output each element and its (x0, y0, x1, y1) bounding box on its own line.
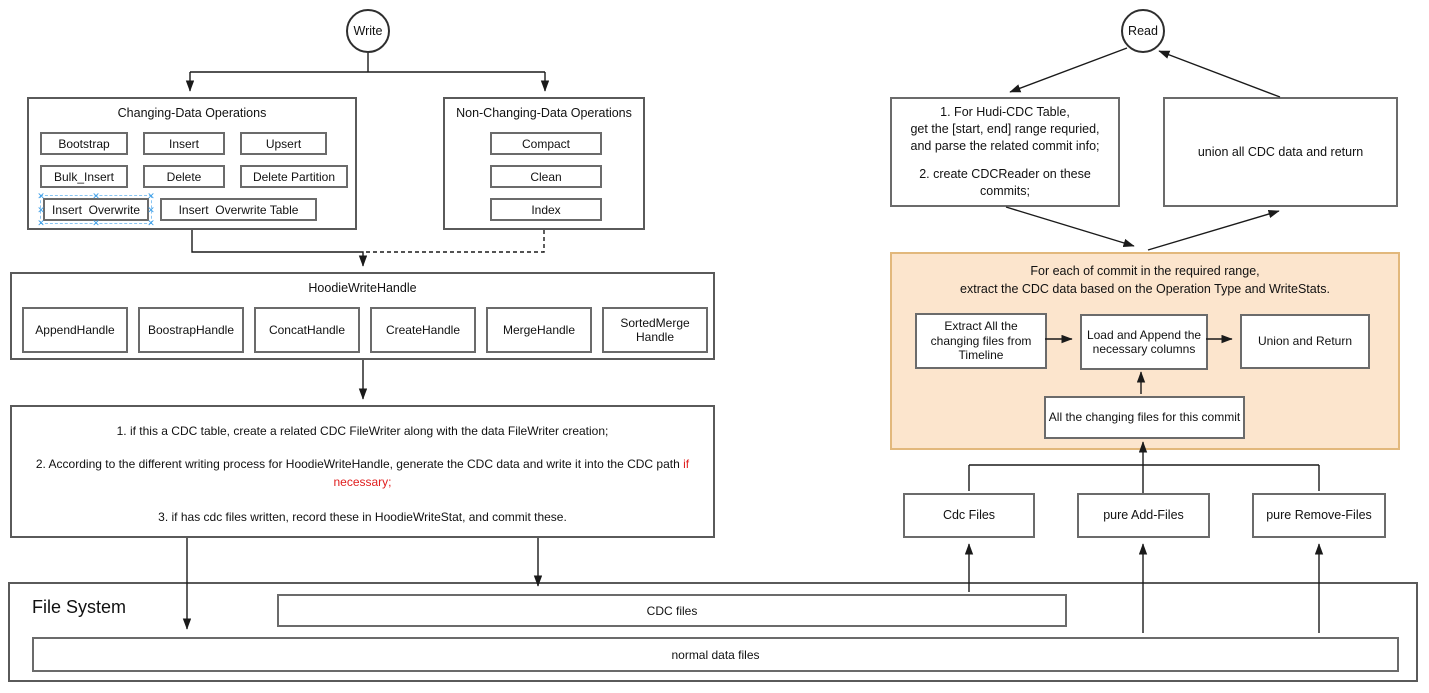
connector-per-commit-to-union (1147, 209, 1280, 251)
op-delete-label: Delete (166, 169, 202, 184)
handle-merge[interactable]: MergeHandle (486, 307, 592, 353)
connector-changing-to-handle (191, 230, 368, 267)
load-append-columns-label: Load and Append the necessary columns (1086, 327, 1202, 356)
cdc-files-box[interactable]: Cdc Files (903, 493, 1035, 538)
handle-append-label: AppendHandle (35, 322, 115, 337)
normal-data-files-strip-label: normal data files (671, 647, 760, 662)
read-entry-circle[interactable]: Read (1121, 9, 1165, 53)
changing-data-operations-group[interactable]: Changing-Data Operations Bootstrap Inser… (27, 97, 357, 230)
selection-handle[interactable]: ✕ (92, 218, 100, 228)
write-step-2: 2. According to the different writing pr… (35, 457, 690, 489)
load-append-columns-box[interactable]: Load and Append the necessary columns (1080, 314, 1208, 370)
op-insert-label: Insert (168, 136, 199, 151)
op-delete[interactable]: Delete (143, 165, 225, 188)
selection-handle[interactable]: ✕ (37, 218, 45, 228)
file-system-title: File System (32, 597, 127, 617)
op-index-label: Index (531, 202, 561, 217)
connector-read-to-prepare (1009, 47, 1128, 93)
cdc-files-box-label: Cdc Files (942, 508, 996, 522)
changing-files-commit-box[interactable]: All the changing files for this commit (1044, 396, 1245, 439)
changing-files-commit-label: All the changing files for this commit (1048, 410, 1241, 425)
extract-changing-files-box[interactable]: Extract All the changing files from Time… (915, 313, 1047, 369)
handle-boostrap[interactable]: BoostrapHandle (138, 307, 244, 353)
handle-sorted-merge[interactable]: SortedMerge Handle (602, 307, 708, 353)
selection-handle[interactable]: ✕ (92, 191, 100, 201)
per-commit-title-line1: For each of commit in the required range… (1030, 264, 1260, 278)
union-all-cdc-box[interactable]: union all CDC data and return (1163, 97, 1398, 207)
selection-handle[interactable]: ✕ (37, 204, 45, 215)
op-compact[interactable]: Compact (490, 132, 602, 155)
cdc-files-strip-label: CDC files (646, 603, 698, 618)
op-delete-partition[interactable]: Delete Partition (240, 165, 348, 188)
changing-data-operations-title: Changing-Data Operations (117, 106, 267, 120)
handle-create-label: CreateHandle (385, 322, 461, 337)
per-commit-title-line2: extract the CDC data based on the Operat… (960, 282, 1330, 297)
op-insert-overwrite-label: Insert Overwrite (51, 202, 141, 217)
op-upsert[interactable]: Upsert (240, 132, 327, 155)
pure-remove-files-box[interactable]: pure Remove-Files (1252, 493, 1386, 538)
hoodie-write-handle-group[interactable]: HoodieWriteHandle AppendHandle BoostrapH… (10, 272, 715, 360)
cdc-write-steps-box[interactable]: 1. if this a CDC table, create a related… (10, 405, 715, 538)
union-and-return-box[interactable]: Union and Return (1240, 314, 1370, 369)
extract-changing-files-label: Extract All the changing files from Time… (930, 319, 1032, 363)
prepare-line-2: get the [start, end] range requried, (910, 121, 1100, 136)
op-delete-partition-label: Delete Partition (252, 169, 336, 184)
union-all-cdc-label: union all CDC data and return (1197, 144, 1364, 159)
prepare-line-1: 1. For Hudi-CDC Table, (940, 104, 1070, 119)
cdc-files-strip[interactable]: CDC files (277, 594, 1067, 627)
handle-sorted-merge-label: SortedMerge Handle (620, 315, 690, 344)
handle-append[interactable]: AppendHandle (22, 307, 128, 353)
op-bootstrap-label: Bootstrap (58, 136, 110, 151)
op-index[interactable]: Index (490, 198, 602, 221)
selection-handle[interactable]: ✕ (147, 218, 155, 228)
file-system-group[interactable]: File System CDC files normal data files (8, 582, 1418, 682)
per-commit-title: For each of commit in the required range… (892, 262, 1398, 298)
write-entry-label: Write (353, 24, 383, 38)
selection-handle[interactable]: ✕ (147, 191, 155, 201)
prepare-line-3: and parse the related commit info; (910, 138, 1100, 153)
normal-data-files-strip[interactable]: normal data files (32, 637, 1399, 672)
if-necessary-highlight: if necessary; (333, 457, 690, 489)
write-entry-circle[interactable]: Write (346, 9, 390, 53)
op-upsert-label: Upsert (265, 136, 302, 151)
handle-create[interactable]: CreateHandle (370, 307, 476, 353)
op-insert-overwrite-table[interactable]: Insert Overwrite Table (160, 198, 317, 221)
per-commit-extract-group[interactable]: For each of commit in the required range… (890, 252, 1400, 450)
op-insert-overwrite-table-label: Insert Overwrite Table (178, 202, 299, 217)
prepare-line-4: 2. create CDCReader on these commits; (919, 167, 1091, 199)
pure-remove-files-box-label: pure Remove-Files (1266, 508, 1372, 522)
selection-handle[interactable]: ✕ (37, 191, 45, 201)
non-changing-data-operations-title: Non-Changing-Data Operations (456, 106, 632, 120)
handle-concat-label: ConcatHandle (268, 322, 346, 337)
handle-merge-label: MergeHandle (502, 322, 576, 337)
connector-prepare-to-per-commit (1005, 206, 1135, 247)
op-compact-label: Compact (521, 136, 571, 151)
op-insert[interactable]: Insert (143, 132, 225, 155)
connector-non-changing-to-handle-dashed (366, 230, 545, 253)
op-clean-label: Clean (530, 169, 562, 184)
connector-union-to-read (1158, 50, 1281, 98)
op-clean[interactable]: Clean (490, 165, 602, 188)
op-bulk-insert[interactable]: Bulk_Insert (40, 165, 128, 188)
handle-boostrap-label: BoostrapHandle (147, 322, 235, 337)
read-entry-label: Read (1128, 24, 1158, 38)
op-insert-overwrite-selected[interactable]: Insert Overwrite ✕ ✕ ✕ ✕ ✕ ✕ ✕ ✕ (37, 192, 155, 228)
read-prepare-box[interactable]: 1. For Hudi-CDC Table, get the [start, e… (890, 97, 1120, 207)
union-and-return-label: Union and Return (1257, 334, 1353, 349)
pure-add-files-box[interactable]: pure Add-Files (1077, 493, 1210, 538)
selection-handle[interactable]: ✕ (147, 204, 155, 215)
op-bulk-insert-label: Bulk_Insert (53, 169, 115, 184)
pure-add-files-box-label: pure Add-Files (1103, 508, 1184, 522)
prepare-spacer (892, 154, 1118, 166)
write-step-3: 3. if has cdc files written, record thes… (158, 510, 567, 524)
handle-concat[interactable]: ConcatHandle (254, 307, 360, 353)
write-step-1: 1. if this a CDC table, create a related… (116, 424, 609, 438)
non-changing-data-operations-group[interactable]: Non-Changing-Data Operations Compact Cle… (443, 97, 645, 230)
op-bootstrap[interactable]: Bootstrap (40, 132, 128, 155)
hoodie-write-handle-title: HoodieWriteHandle (308, 281, 417, 295)
